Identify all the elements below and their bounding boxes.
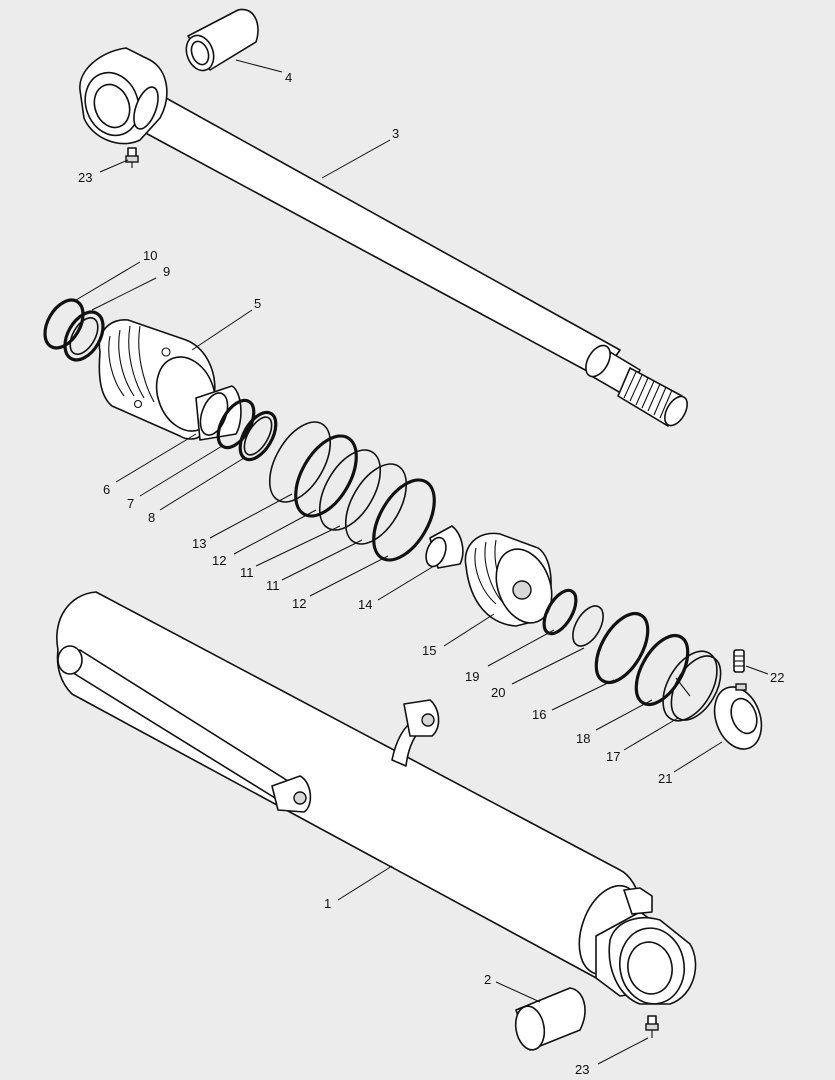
- callout-8: 8: [148, 510, 155, 525]
- callout-20: 20: [491, 685, 505, 700]
- callout-19: 19: [465, 669, 479, 684]
- callout-23-lower: 23: [575, 1062, 589, 1077]
- o-rings-11-12-13: [268, 421, 436, 562]
- wear-rings-17-18: [634, 634, 722, 722]
- callout-14: 14: [358, 597, 372, 612]
- callout-2: 2: [484, 972, 491, 987]
- grease-fitting-lower: [645, 1015, 659, 1038]
- bushing-lower: [514, 987, 586, 1051]
- seal-rings-7-8: [216, 398, 278, 462]
- callout-12b: 12: [292, 596, 306, 611]
- grease-fitting-upper: [125, 147, 139, 168]
- callout-6: 6: [103, 482, 110, 497]
- callout-4: 4: [285, 70, 292, 85]
- callout-11a: 11: [240, 565, 254, 580]
- callout-5: 5: [254, 296, 261, 311]
- set-screw: [733, 649, 745, 673]
- callout-7: 7: [127, 496, 134, 511]
- seal-rings-9-10: [43, 298, 105, 362]
- lock-nut: [713, 683, 763, 750]
- bushing-upper: [185, 8, 259, 72]
- callout-12a: 12: [212, 553, 226, 568]
- piston-rod: [79, 47, 688, 427]
- callout-22: 22: [770, 670, 784, 685]
- callout-21: 21: [658, 771, 672, 786]
- callout-15: 15: [422, 643, 436, 658]
- cylinder-barrel: [56, 591, 697, 1005]
- callout-10: 10: [143, 248, 157, 263]
- callout-13: 13: [192, 536, 206, 551]
- callout-18: 18: [576, 731, 590, 746]
- leader-lines: [75, 59, 769, 1065]
- callout-11b: 11: [266, 578, 280, 593]
- callout-labels: 4 3 23 10 9 5 6 7 8 13 12 11 11 12 14 15…: [78, 70, 784, 1077]
- spacer: [425, 525, 464, 569]
- callout-16: 16: [532, 707, 546, 722]
- callout-9: 9: [163, 264, 170, 279]
- seal-ring-16: [594, 612, 650, 684]
- callout-23-upper: 23: [78, 170, 92, 185]
- cylinder-head: [98, 319, 242, 441]
- piston: [464, 532, 553, 627]
- callout-3: 3: [392, 126, 399, 141]
- callout-1: 1: [324, 896, 331, 911]
- callout-17: 17: [606, 749, 620, 764]
